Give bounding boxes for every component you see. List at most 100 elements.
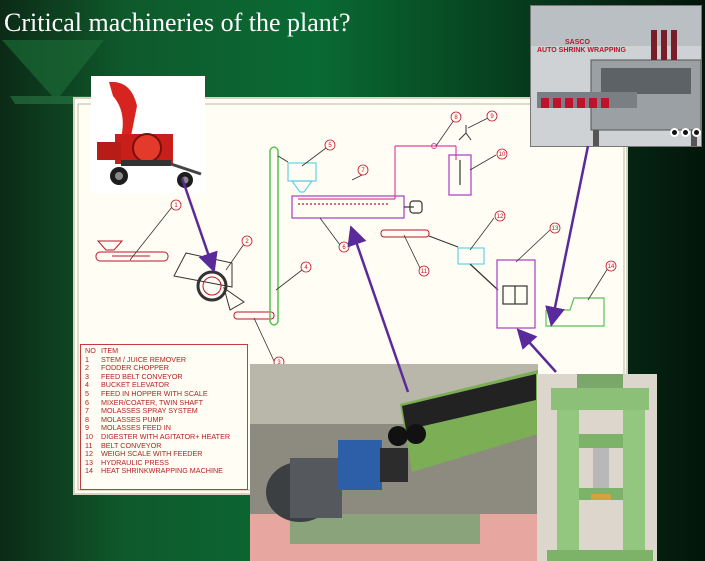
callout-7: 7 <box>357 164 369 176</box>
bucket-elevator <box>269 146 279 326</box>
legend-row-no: 11 <box>85 440 93 450</box>
slide-title: Critical machineries of the plant? <box>4 8 351 37</box>
fodder-chopper-photo <box>91 76 205 193</box>
callout-13-label: 13 <box>552 226 559 232</box>
molasses-pump-icon <box>431 143 437 149</box>
feed-hopper-with-scale <box>287 162 317 193</box>
weigh-scale-with-feeder <box>457 247 499 291</box>
hydraulic-press-photo <box>537 374 657 561</box>
nav-dot-2-icon[interactable] <box>681 128 690 137</box>
legend-row: 1 STEM / JUICE REMOVER <box>85 354 243 365</box>
legend-row-no: 13 <box>85 457 93 467</box>
shrink-caption-label: AUTO SHRINK WRAPPING <box>537 47 626 54</box>
legend-header-item: ITEM <box>101 346 119 355</box>
legend-row: 2 FODDER CHOPPER <box>85 364 243 373</box>
legend-row: 7 MOLASSES SPRAY SYSTEM <box>85 407 243 416</box>
legend-row-item: WEIGH SCALE WITH FEEDER <box>101 449 203 459</box>
legend-row-item: MIXER/COATER, TWIN SHAFT <box>101 397 203 407</box>
callout-6: 6 <box>338 241 350 253</box>
callout-2: 2 <box>241 235 253 247</box>
slide-nav-controls <box>670 128 701 137</box>
callout-14: 14 <box>605 260 617 272</box>
callout-9-label: 9 <box>490 114 494 120</box>
callout-12: 12 <box>494 210 506 222</box>
callout-11: 11 <box>418 265 430 277</box>
legend-row: 10 DIGESTER WITH AGITATOR+ HEATER <box>85 431 243 442</box>
legend-row-item: HYDRAULIC PRESS <box>101 457 169 467</box>
legend-row-item: FEED IN HOPPER WITH SCALE <box>101 388 208 398</box>
callout-leaders <box>129 117 609 362</box>
heat-shrink-wrapping-machine <box>545 297 605 327</box>
legend-row: 6 MIXER/COATER, TWIN SHAFT <box>85 397 243 408</box>
elevator-discharge-chute <box>277 155 289 163</box>
legend-row-no: 6 <box>85 397 89 407</box>
legend-row: 5 FEED IN HOPPER WITH SCALE <box>85 388 243 399</box>
callout-13: 13 <box>549 222 561 234</box>
legend-row-no: 5 <box>85 388 89 398</box>
legend-row: 13 HYDRAULIC PRESS <box>85 457 243 468</box>
fodder-chopper <box>173 252 245 311</box>
callout-10-label: 10 <box>499 152 506 158</box>
callout-12-label: 12 <box>497 214 504 220</box>
hydraulic-press <box>496 259 536 329</box>
callout-14-label: 14 <box>608 264 615 270</box>
callout-10: 10 <box>496 148 508 160</box>
legend-row-item: BELT CONVEYOR <box>101 440 162 450</box>
molasses-feed-in <box>458 125 472 141</box>
legend-row: 11 BELT CONVEYOR <box>85 440 243 451</box>
legend-header-no: NO <box>85 346 96 355</box>
legend-row-item: BUCKET ELEVATOR <box>101 380 170 390</box>
callout-9: 9 <box>486 110 498 122</box>
stem-juice-remover <box>95 240 169 262</box>
mixer-coater <box>291 195 423 219</box>
conveyor-discharge <box>428 235 459 248</box>
digester-tank <box>448 154 472 196</box>
callout-3-label: 3 <box>277 360 281 366</box>
legend-row-no: 10 <box>85 431 93 441</box>
callout-4-label: 4 <box>304 265 308 271</box>
legend-row-item: MOLASSES FEED IN <box>101 423 171 433</box>
legend-row-no: 4 <box>85 380 89 390</box>
callout-8-label: 8 <box>454 115 458 121</box>
legend-row-no: 2 <box>85 363 89 373</box>
callout-1-label: 1 <box>174 203 178 209</box>
legend-row-item: DIGESTER WITH AGITATOR+ HEATER <box>101 431 231 441</box>
callout-2-label: 2 <box>245 239 249 245</box>
legend-row-no: 8 <box>85 414 89 424</box>
callout-5: 5 <box>324 139 336 151</box>
legend-row-item: FEED BELT CONVEYOR <box>101 371 183 381</box>
callout-5-label: 5 <box>328 143 332 149</box>
legend-row: 4 BUCKET ELEVATOR <box>85 381 243 390</box>
callout-7-label: 7 <box>361 168 365 174</box>
legend-row-item: STEM / JUICE REMOVER <box>101 354 187 364</box>
legend-row: 12 WEIGH SCALE WITH FEEDER <box>85 450 243 459</box>
callout-6-label: 6 <box>342 245 346 251</box>
legend-row-item: MOLASSES SPRAY SYSTEM <box>101 406 198 416</box>
legend-header: NO ITEM <box>85 346 243 356</box>
shrink-wrapping-machine-icon <box>531 6 701 146</box>
fodder-chopper-machine-icon <box>97 81 202 188</box>
callout-1: 1 <box>170 199 182 211</box>
mixer-coater-photo <box>250 364 538 561</box>
callout-11-label: 11 <box>421 269 428 275</box>
legend-row-no: 1 <box>85 354 89 364</box>
shrink-wrapping-photo: SASCO AUTO SHRINK WRAPPING <box>530 5 702 147</box>
legend-row-no: 3 <box>85 371 89 381</box>
nav-dot-1-icon[interactable] <box>670 128 679 137</box>
legend-row: 9 MOLASSES FEED IN <box>85 424 243 433</box>
legend-row-no: 9 <box>85 423 89 433</box>
legend-row-no: 14 <box>85 466 93 476</box>
legend-row-no: 7 <box>85 406 89 416</box>
mixer-coater-machine-icon <box>250 364 538 561</box>
nav-dot-3-icon[interactable] <box>692 128 701 137</box>
legend-row: 3 FEED BELT CONVEYOR <box>85 371 243 382</box>
shrink-brand-label: SASCO <box>565 39 590 46</box>
legend-row-item: FODDER CHOPPER <box>101 363 169 373</box>
callout-8: 8 <box>450 111 462 123</box>
belt-conveyor <box>380 229 430 238</box>
feed-belt-conveyor <box>233 311 275 320</box>
legend-row-no: 12 <box>85 449 93 459</box>
molasses-spray-system <box>298 145 457 200</box>
callout-4: 4 <box>300 261 312 273</box>
